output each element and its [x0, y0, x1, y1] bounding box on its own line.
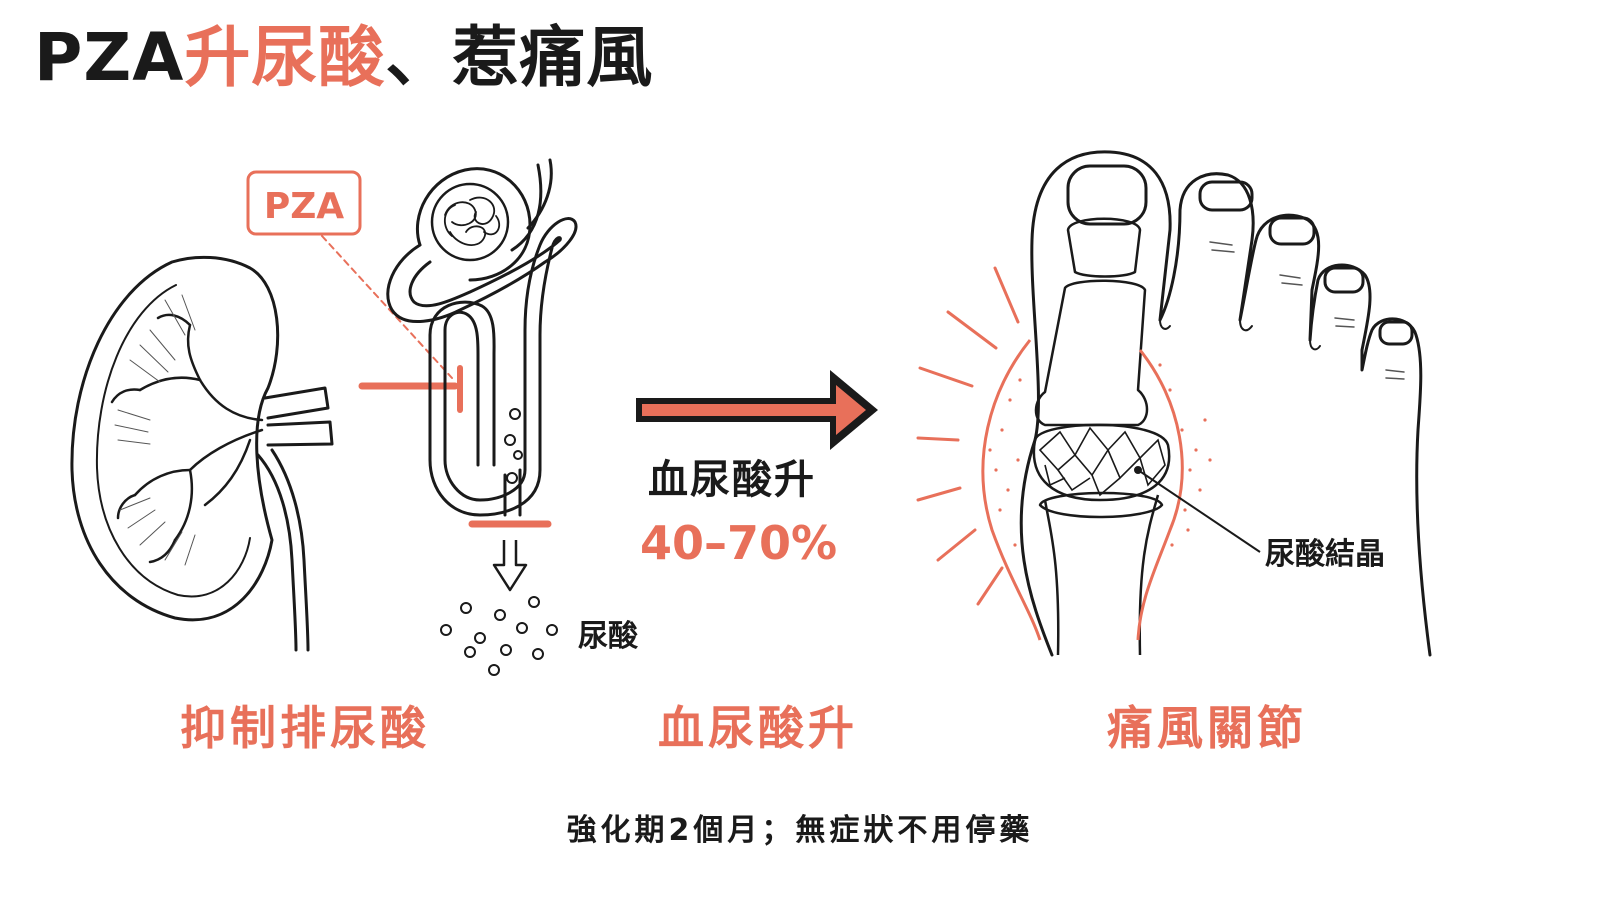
- right-arrow-icon: [636, 370, 878, 450]
- distal-phalanx: [1066, 217, 1142, 278]
- glomerulus: [430, 182, 510, 262]
- proximal-tubule: [386, 217, 578, 502]
- center-label: 血尿酸升: [648, 457, 816, 503]
- footer-note: 強化期2個月；無症狀不用停藥: [566, 813, 1034, 848]
- pza-box-text: PZA: [264, 186, 344, 227]
- kidney-calyces: [110, 313, 264, 564]
- crystal-leader: [1134, 466, 1261, 553]
- glomerulus-loops: [443, 196, 501, 246]
- excretion-blocked: [468, 520, 552, 592]
- proximal-tubule-inner: [408, 236, 562, 517]
- proximal-phalanx: [1034, 279, 1149, 427]
- inflammation-outline: [981, 339, 1184, 641]
- metatarsal-base: [1038, 491, 1164, 519]
- kidney-illustration: [70, 255, 334, 652]
- kidney-inner-cortex: [95, 284, 251, 598]
- toe-gap-2: [1239, 319, 1253, 332]
- toe-creases: [1209, 241, 1405, 380]
- inhibition-marker: [321, 235, 463, 413]
- toe-nail-3: [1268, 216, 1316, 246]
- toe-gap-3: [1309, 339, 1321, 351]
- title-highlight: 升尿酸: [184, 19, 386, 96]
- pain-rays: [916, 266, 1020, 606]
- uric-acid-label: 尿酸: [578, 619, 638, 654]
- big-toe-nail: [1066, 164, 1148, 226]
- uric-acid-particles-excreted: [440, 596, 558, 676]
- crystal-label: 尿酸結晶: [1265, 537, 1385, 572]
- metatarsal-shaft: [1043, 494, 1160, 656]
- kidney-outline: [70, 255, 280, 622]
- toe-gap-1: [1159, 319, 1171, 330]
- title-prefix: PZA: [34, 19, 185, 96]
- uric-acid-crystals: [1038, 426, 1166, 497]
- afferent-vessel: [526, 158, 553, 230]
- foot-illustration: [1019, 150, 1432, 657]
- bowman-capsule: [415, 167, 532, 282]
- pza-label-box: PZA: [246, 170, 362, 236]
- page-title: PZA升尿酸、惹痛風: [34, 19, 654, 96]
- metatarsal-head: [1032, 423, 1171, 502]
- title-suffix: 、惹痛風: [385, 19, 654, 96]
- nephron-illustration: [386, 158, 578, 517]
- toe-nail-2: [1198, 180, 1254, 212]
- toe-nail-5: [1378, 320, 1414, 346]
- collecting-duct: [503, 468, 522, 517]
- caption-inhibit-excretion: 抑制排尿酸: [180, 701, 430, 755]
- renal-vessels: [256, 386, 334, 652]
- inflammation-speckles: [988, 363, 1212, 547]
- toe-nail-4: [1323, 266, 1365, 294]
- down-arrow-icon: [492, 540, 528, 592]
- foot-outline: [1019, 150, 1432, 657]
- caption-blood-uric-rise: 血尿酸升: [658, 701, 858, 755]
- afferent-vessel-inner: [510, 163, 543, 252]
- kidney-medulla-rays: [114, 294, 196, 566]
- center-percent: 40–70%: [640, 516, 838, 570]
- uric-acid-particles-tubule: [504, 408, 523, 484]
- caption-gout-joint: 痛風關節: [1107, 701, 1307, 755]
